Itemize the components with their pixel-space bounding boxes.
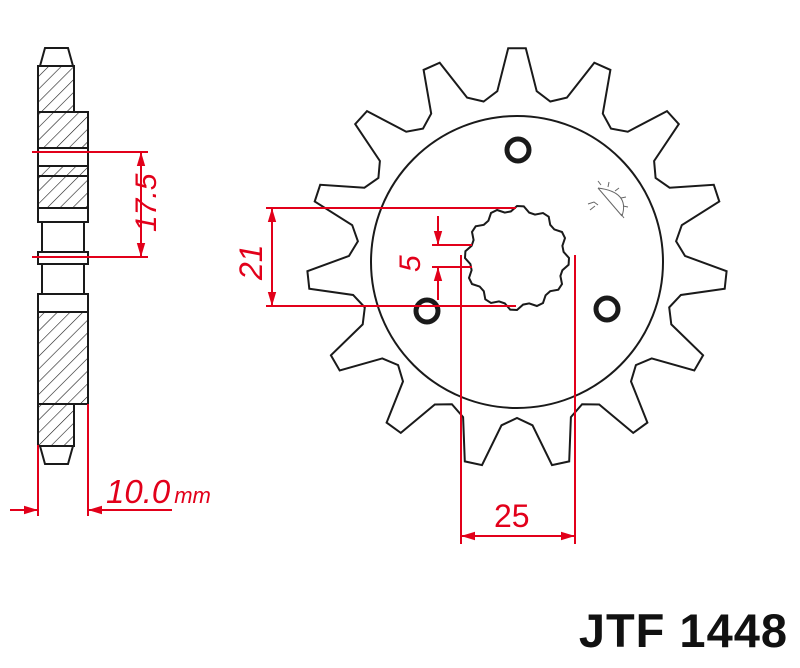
part-number: JTF 1448 bbox=[578, 604, 788, 657]
side-view-dimensions bbox=[10, 151, 172, 516]
front-view-dimensions bbox=[266, 207, 576, 544]
hub-circle bbox=[370, 115, 664, 409]
bolt-hole-left bbox=[413, 297, 441, 325]
bore-dimension-label: 25 bbox=[494, 498, 530, 534]
spline-width-label: 5 bbox=[394, 255, 427, 272]
jt-logo-icon bbox=[587, 180, 629, 219]
side-view bbox=[37, 47, 89, 465]
front-view bbox=[306, 47, 728, 467]
offset-dimension-label: 17.5 bbox=[130, 173, 163, 232]
bolt-hole-top bbox=[504, 136, 532, 164]
bolt-hole-right bbox=[593, 295, 621, 323]
spline-height-label: 21 bbox=[233, 244, 269, 281]
sprocket-teeth-outline bbox=[306, 47, 728, 467]
spline-bore bbox=[463, 204, 571, 312]
